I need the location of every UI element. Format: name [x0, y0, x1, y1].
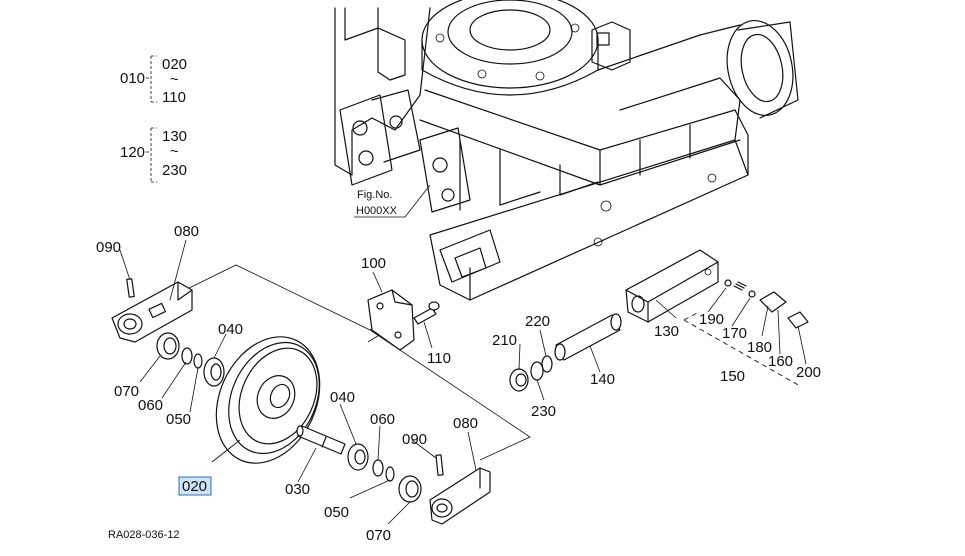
callout-150: 150 [720, 368, 745, 385]
callout-220: 220 [525, 313, 550, 330]
callout-090-left: 090 [96, 239, 121, 256]
callout-040-left: 040 [218, 321, 243, 338]
callout-070-left: 070 [114, 383, 139, 400]
callout-060-right: 060 [370, 411, 395, 428]
callout-080-left: 080 [174, 223, 199, 240]
figure-reference: Fig.No. H000XX [354, 184, 431, 218]
pin-090-left [126, 278, 135, 298]
fitting-200 [787, 311, 809, 329]
callout-190: 190 [699, 311, 724, 328]
legend-to-110: 110 [162, 89, 186, 106]
figure-ref-line2: H000XX [356, 205, 398, 217]
ring-220 [541, 355, 553, 373]
callout-130: 130 [654, 323, 679, 340]
ring-060-left [181, 347, 193, 365]
ring-230 [530, 361, 544, 381]
ring-050-right [385, 466, 395, 482]
ring-060-right [372, 459, 384, 477]
legend-from-130: 130 [162, 128, 187, 145]
bolt-110 [413, 301, 440, 325]
assembly-bracket-150 [683, 311, 801, 387]
callout-leaders [119, 239, 807, 525]
legend-to-230: 230 [162, 162, 187, 179]
bracket-100 [367, 289, 415, 351]
bearing-070-right [398, 475, 422, 503]
callout-200: 200 [796, 364, 821, 381]
bracket-080-right [429, 467, 491, 525]
legend-tilde-1: ~ [170, 71, 179, 88]
diagram-code: RA028-036-12 [108, 529, 180, 541]
bearing-040-left [203, 357, 225, 387]
callout-020: 020 [182, 478, 207, 495]
legend-range-group-1: 010 020 ~ 110 [120, 55, 187, 106]
seal-210 [509, 368, 529, 392]
legend-parent-010: 010 [120, 70, 145, 87]
ring-050-left [193, 353, 203, 369]
callout-170: 170 [722, 325, 747, 342]
pin-090-right [435, 454, 444, 476]
callout-080-right: 080 [453, 415, 478, 432]
callout-210: 210 [492, 332, 517, 349]
part-170 [748, 290, 756, 298]
legend-tilde-2: ~ [170, 143, 179, 160]
callout-070-right: 070 [366, 527, 391, 544]
legend-from-020: 020 [162, 56, 187, 73]
callout-100: 100 [361, 255, 386, 272]
callout-230: 230 [531, 403, 556, 420]
shaft-030 [296, 425, 346, 455]
highlight-box-020 [178, 476, 212, 496]
legend-parent-120: 120 [120, 144, 145, 161]
callout-030: 030 [285, 481, 310, 498]
callout-050-left: 050 [166, 411, 191, 428]
figure-ref-line1: Fig.No. [357, 189, 392, 201]
spring-190 [724, 279, 747, 291]
callout-140: 140 [590, 371, 615, 388]
callout-160: 160 [768, 353, 793, 370]
idler-wheel-020 [215, 336, 321, 464]
callout-110: 110 [427, 350, 451, 367]
valve-180 [759, 291, 787, 313]
bracket-080-left [111, 281, 193, 343]
callout-labels: 090 080 040 070 060 050 020 030 040 060 … [96, 223, 821, 544]
callout-060-left: 060 [138, 397, 163, 414]
callout-090-right: 090 [402, 431, 427, 448]
track-frame-drawing [334, 0, 799, 301]
bearing-040-right [347, 443, 369, 471]
legend-range-group-2: 120 130 ~ 230 [120, 127, 187, 183]
callout-050-right: 050 [324, 504, 349, 521]
bearing-070-left [156, 332, 180, 360]
callout-040-right: 040 [330, 389, 355, 406]
callout-180: 180 [747, 339, 772, 356]
cylinder-130 [625, 249, 719, 323]
rod-140 [554, 313, 622, 361]
